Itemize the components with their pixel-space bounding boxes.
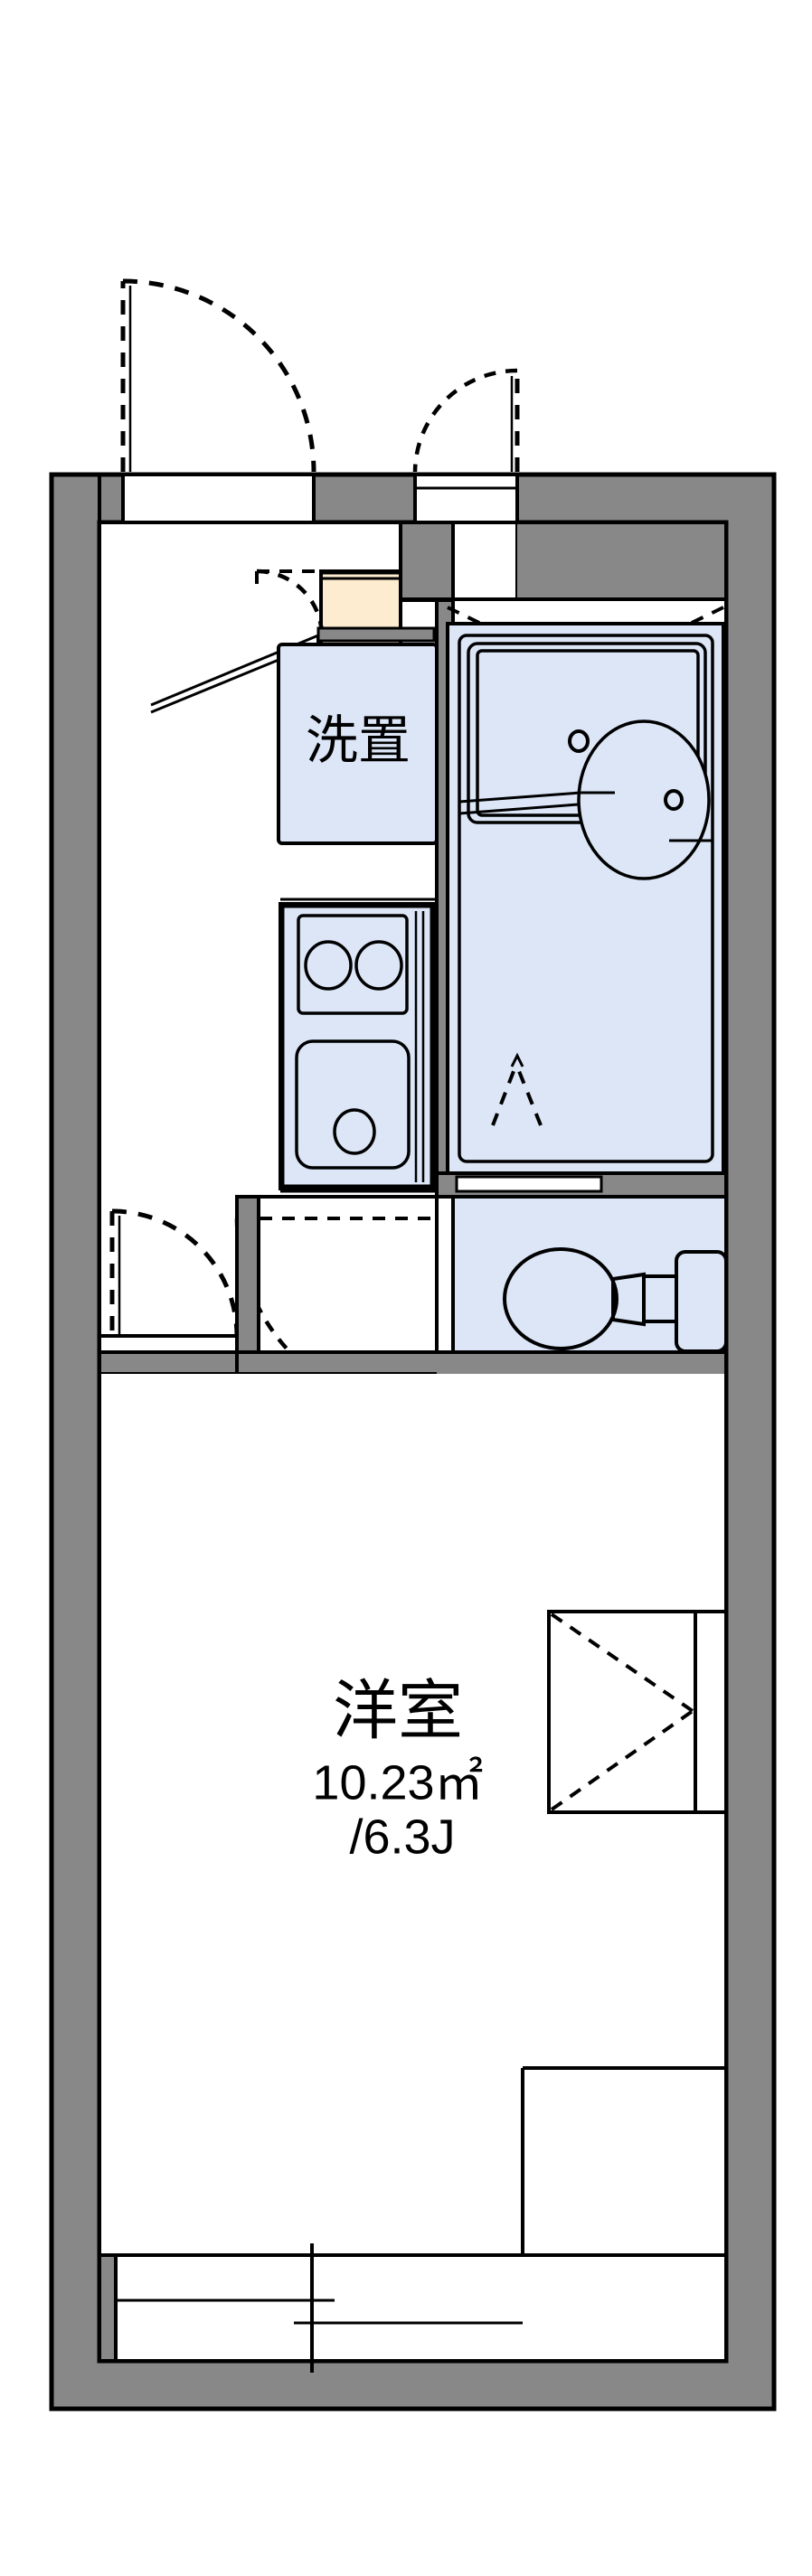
laundry-label: 洗置 — [306, 710, 411, 771]
bath-toilet-divider — [435, 1171, 728, 1199]
main-room-area: 10.23㎡ — [312, 1755, 483, 1810]
toilet-room — [435, 1195, 728, 1403]
main-room: 洋室 10.23㎡ /6.3J — [99, 1374, 726, 2361]
entrance-door-swing — [120, 278, 316, 473]
balcony-door — [98, 2243, 523, 2373]
genkan-step — [316, 626, 436, 643]
main-room-name: 洋室 — [333, 1673, 463, 1749]
meter-box-door-swing — [412, 368, 520, 473]
kitchen-unit — [279, 898, 437, 1193]
washing-machine-space: 洗置 — [277, 643, 439, 845]
corridor-walls — [237, 1195, 437, 1352]
inner-outline — [98, 521, 728, 2363]
genkan-area — [98, 473, 316, 524]
main-room-jou: /6.3J — [349, 1810, 455, 1864]
kitchen-door-swing — [255, 569, 325, 637]
unit-bath — [446, 606, 725, 1175]
room-closet — [547, 1610, 728, 1814]
